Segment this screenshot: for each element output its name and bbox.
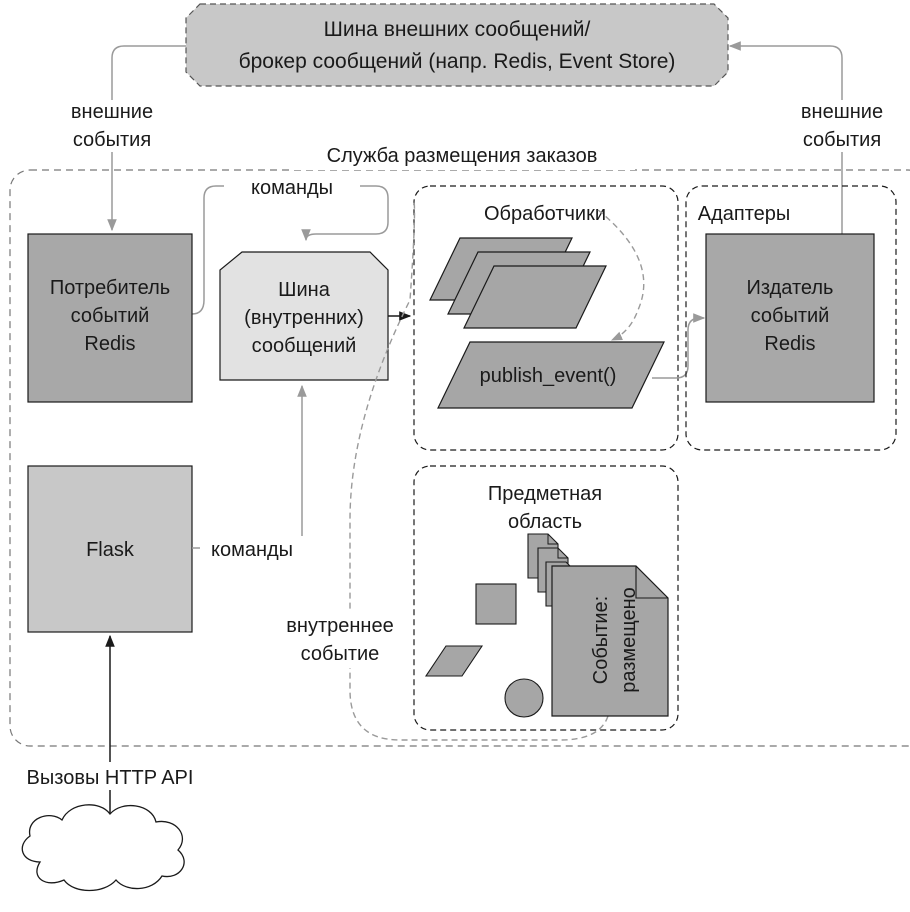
bus-line-1: Шина — [278, 279, 331, 301]
publish-to-publisher-arrow — [652, 313, 706, 379]
label-backdrop — [290, 140, 635, 170]
handler-internal-dashed-arrow — [597, 209, 645, 341]
external-events-right-line-1: внешние — [801, 101, 883, 123]
adapters-title: Адаптеры — [698, 203, 791, 225]
label-backdrop — [224, 174, 360, 200]
cloud-icon — [21, 804, 185, 892]
service-title: Служба размещения заказов — [327, 145, 598, 167]
internal-event-line-1: внутреннее — [286, 615, 393, 637]
consumer-line-1: Потребитель — [50, 277, 170, 299]
label-backdrop — [790, 100, 894, 152]
commands-label-top: команды — [251, 177, 333, 199]
external-events-left-line-2: события — [73, 129, 151, 151]
external-message-broker: Шина внешних сообщений/ брокер сообщений… — [185, 3, 729, 87]
consumer-line-2: событий — [71, 305, 150, 327]
publisher-line-1: Издатель — [747, 277, 834, 299]
domain-title-line-1: Предметная — [488, 483, 602, 505]
label-backdrop — [200, 536, 304, 562]
publisher-line-3: Redis — [764, 333, 815, 355]
redis-event-consumer: Потребитель событий Redis — [27, 233, 193, 403]
internal-event-dashed-curve — [349, 199, 609, 741]
external-events-left-line-1: внешние — [71, 101, 153, 123]
publisher-line-2: событий — [751, 305, 830, 327]
internal-event-line-2: событие — [301, 643, 380, 665]
event-placed-document: Событие: размещено — [551, 565, 669, 717]
label-backdrop — [272, 612, 408, 668]
external-events-arrow-left — [107, 45, 186, 232]
broker-line-1: Шина внешних сообщений/ — [324, 18, 591, 41]
commands-arrow-bottom — [192, 384, 307, 549]
external-events-arrow-right — [728, 41, 843, 234]
external-events-right-line-2: события — [803, 129, 881, 151]
commands-label-bottom: команды — [211, 539, 293, 561]
publish-event-handler: publish_event() — [437, 341, 665, 409]
http-calls-label: Вызовы HTTP API — [27, 767, 194, 789]
handler-stack — [429, 237, 607, 329]
handlers-title: Обработчики — [484, 203, 606, 225]
bus-line-3: сообщений — [252, 335, 357, 357]
bus-line-2: (внутренних) — [244, 307, 364, 329]
handlers-boundary — [413, 185, 679, 451]
internal-message-bus: Шина (внутренних) сообщений — [219, 251, 389, 381]
flask-app: Flask — [27, 465, 193, 633]
label-backdrop — [60, 100, 164, 152]
publish-event-label: publish_event() — [480, 365, 617, 387]
flask-label: Flask — [86, 539, 135, 561]
consumer-line-3: Redis — [84, 333, 135, 355]
commands-arrow-top — [191, 185, 389, 315]
label-backdrop — [4, 762, 214, 790]
event-label-line-1: Событие: — [590, 596, 612, 684]
broker-line-2: брокер сообщений (напр. Redis, Event Sto… — [239, 50, 676, 73]
domain-boundary — [413, 465, 679, 731]
domain-title-line-2: область — [508, 511, 582, 533]
event-label-line-2: размещено — [618, 587, 640, 693]
redis-event-publisher: Издатель событий Redis — [705, 233, 875, 403]
